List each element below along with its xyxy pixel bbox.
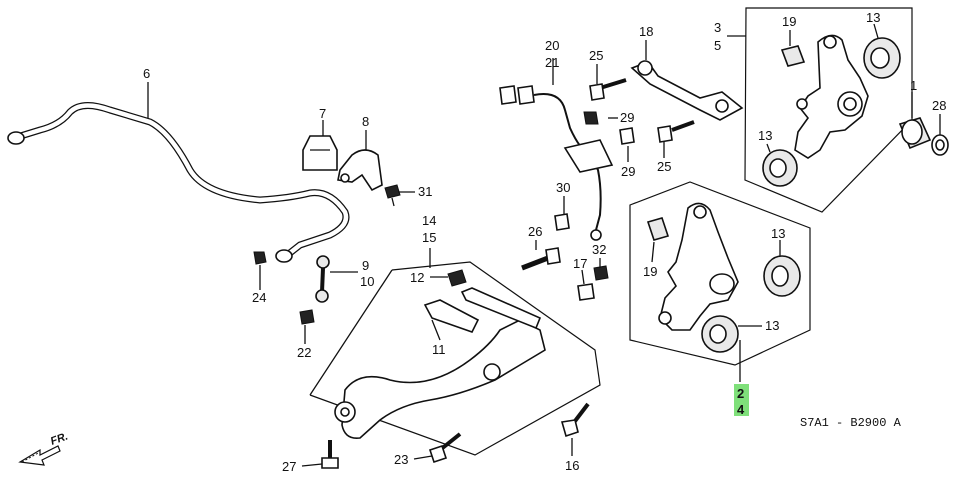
- bolt-25b: [657, 120, 695, 143]
- label-10[interactable]: 10: [360, 274, 374, 289]
- bolt-12: [447, 269, 467, 287]
- label-23[interactable]: 23: [394, 452, 408, 467]
- bolt-30: [554, 213, 570, 231]
- label-9[interactable]: 9: [362, 258, 369, 273]
- front-arrow: FR.: [18, 430, 70, 466]
- label-6[interactable]: 6: [143, 66, 150, 81]
- label-19b[interactable]: 19: [643, 264, 657, 279]
- knuckle-box-upper: [744, 7, 913, 213]
- label-22[interactable]: 22: [297, 345, 311, 360]
- bolt-16: [560, 402, 590, 438]
- circlip-28: [931, 134, 949, 156]
- label-5[interactable]: 5: [714, 38, 721, 53]
- label-13d[interactable]: 13: [765, 318, 779, 333]
- label-20[interactable]: 20: [545, 38, 559, 53]
- bolt-29b: [619, 127, 635, 145]
- label-16[interactable]: 16: [565, 458, 579, 473]
- sensor-harness: [499, 85, 614, 241]
- nut-22: [299, 309, 315, 325]
- nut-17: [577, 283, 595, 301]
- bushing-13-right: [763, 255, 801, 297]
- bolt-32: [593, 265, 609, 281]
- stabilizer-link: [315, 255, 330, 303]
- bushing-19-upper: [780, 45, 806, 67]
- label-25a[interactable]: 25: [589, 48, 603, 63]
- lower-arm-link: [460, 287, 542, 330]
- label-14[interactable]: 14: [422, 213, 436, 228]
- knuckle-lower: [658, 202, 739, 331]
- bolt-29a: [583, 111, 599, 125]
- knuckle-upper: [794, 34, 869, 159]
- label-13c[interactable]: 13: [771, 226, 785, 241]
- bearing-1: [898, 117, 932, 150]
- bolt-25a: [589, 78, 627, 101]
- bushing-13-left: [762, 149, 798, 187]
- lower-arm: [334, 319, 546, 440]
- bolt-27: [321, 440, 339, 469]
- label-8[interactable]: 8: [362, 114, 369, 129]
- label-29b[interactable]: 29: [621, 164, 635, 179]
- label-15[interactable]: 15: [422, 230, 436, 245]
- bushing-13-bottom: [701, 315, 739, 353]
- label-25b[interactable]: 25: [657, 159, 671, 174]
- stabilizer-bar: [7, 102, 350, 263]
- label-1[interactable]: 1: [910, 78, 917, 93]
- label-13a[interactable]: 13: [866, 10, 880, 25]
- label-21[interactable]: 21: [545, 55, 559, 70]
- label-27[interactable]: 27: [282, 459, 296, 474]
- label-2[interactable]: 2: [737, 386, 744, 401]
- upper-arm: [630, 60, 744, 121]
- label-11[interactable]: 11: [432, 342, 446, 357]
- part-labels: 6 7 8 31 9 10 24 22 14 15 12 11 20 21 25…: [143, 10, 946, 474]
- lower-arm-bracket-11: [423, 299, 480, 333]
- stabilizer-holder: [337, 149, 383, 192]
- label-18[interactable]: 18: [639, 24, 653, 39]
- leader-lines: [147, 23, 941, 467]
- bushing-19-lower: [646, 217, 670, 241]
- front-label: FR.: [49, 430, 70, 447]
- stabilizer-bushing: [302, 135, 338, 171]
- label-12[interactable]: 12: [410, 270, 424, 285]
- bolt-31: [384, 184, 401, 207]
- label-3[interactable]: 3: [714, 20, 721, 35]
- bolt-26: [521, 247, 561, 271]
- front-arrow-icon: [18, 445, 61, 466]
- label-28[interactable]: 28: [932, 98, 946, 113]
- label-19a[interactable]: 19: [782, 14, 796, 29]
- label-26[interactable]: 26: [528, 224, 542, 239]
- label-32[interactable]: 32: [592, 242, 606, 257]
- label-31[interactable]: 31: [418, 184, 432, 199]
- label-24[interactable]: 24: [252, 290, 266, 305]
- label-17[interactable]: 17: [573, 256, 587, 271]
- label-13b[interactable]: 13: [758, 128, 772, 143]
- label-4[interactable]: 4: [737, 402, 745, 417]
- label-29a[interactable]: 29: [620, 110, 634, 125]
- diagram-code: S7A1 - B2900 A: [800, 416, 902, 430]
- label-7[interactable]: 7: [319, 106, 326, 121]
- nut-24: [253, 251, 267, 265]
- highlight-2-4: [734, 384, 749, 416]
- bushing-13-top: [863, 37, 901, 79]
- bolt-23: [428, 432, 462, 464]
- knuckle-box-lower: [629, 181, 811, 366]
- label-30[interactable]: 30: [556, 180, 570, 195]
